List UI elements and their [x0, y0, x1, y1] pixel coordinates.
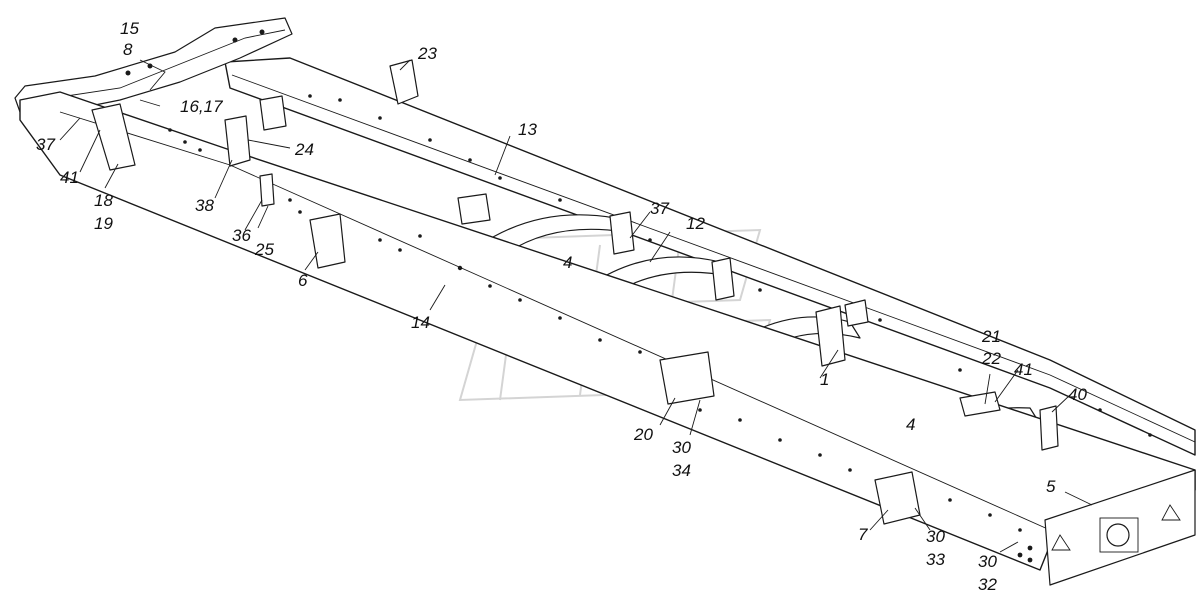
label-25: 25: [254, 240, 274, 259]
label-13: 13: [518, 120, 537, 139]
label-30-lower: 30: [926, 527, 945, 546]
label-30-mid: 30: [672, 438, 691, 457]
label-5: 5: [1046, 477, 1056, 496]
label-20: 20: [633, 425, 653, 444]
label-16-17: 16,17: [180, 97, 223, 116]
label-38: 38: [195, 196, 214, 215]
label-30-rear: 30: [978, 552, 997, 571]
label-36: 36: [232, 226, 251, 245]
part-labels: 15 8 23 16,17 37 41 18 19 24 13 38 36 25…: [36, 19, 1087, 594]
rivet-holes: [168, 94, 1152, 563]
label-15: 15: [120, 19, 139, 38]
label-33: 33: [926, 550, 945, 569]
label-12: 12: [686, 214, 705, 233]
label-40: 40: [1068, 385, 1087, 404]
label-37-mid: 37: [650, 199, 669, 218]
front-cross-member: [14, 17, 293, 113]
leader-lines: [59, 59, 1093, 553]
label-4-mid: 4: [563, 253, 572, 272]
label-14: 14: [411, 313, 430, 332]
label-18: 18: [94, 191, 113, 210]
brackets: [91, 59, 1059, 525]
label-41-front: 41: [60, 168, 79, 187]
label-6: 6: [298, 271, 308, 290]
label-41-rear: 41: [1014, 360, 1033, 379]
label-7: 7: [858, 525, 868, 544]
label-4-rear: 4: [906, 415, 915, 434]
label-8: 8: [123, 40, 133, 59]
far-side-rail: [224, 57, 1196, 456]
rear-end-plate: [1044, 469, 1196, 586]
label-24: 24: [294, 140, 314, 159]
label-19: 19: [94, 214, 113, 233]
label-22: 22: [981, 349, 1001, 368]
label-23: 23: [417, 44, 437, 63]
label-34: 34: [672, 461, 691, 480]
label-37-front: 37: [36, 135, 55, 154]
label-32: 32: [978, 575, 997, 594]
near-side-rail: [19, 91, 1196, 572]
label-21: 21: [981, 327, 1001, 346]
label-1: 1: [820, 370, 829, 389]
